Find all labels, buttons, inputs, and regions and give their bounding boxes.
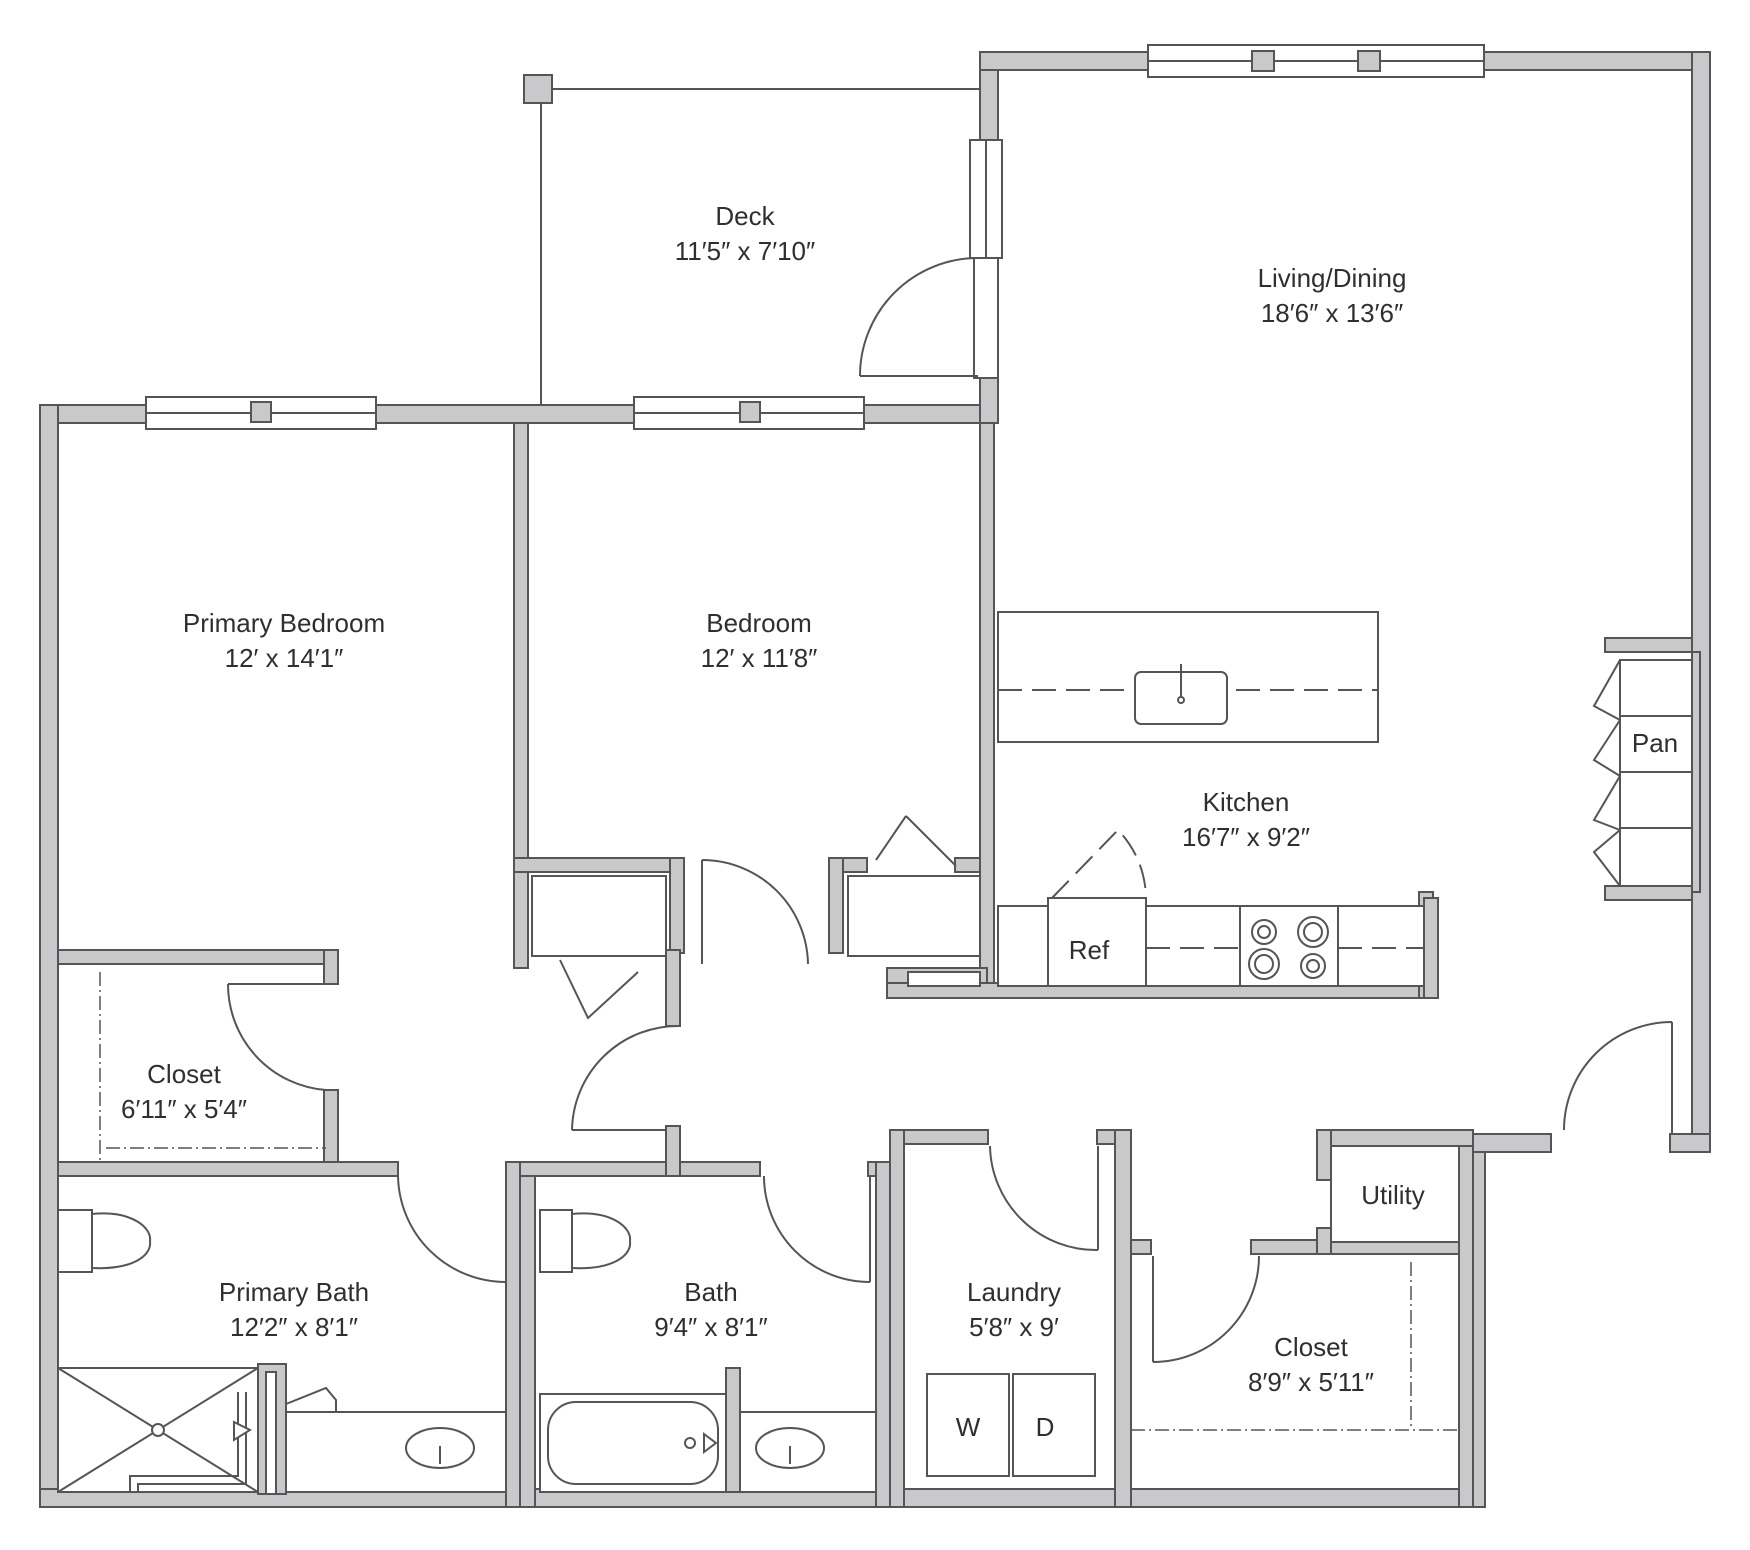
room-label-primary-bath: Primary Bath 12′2″ x 8′1″ bbox=[219, 1277, 369, 1342]
washer bbox=[926, 1373, 1010, 1477]
room-label-deck: Deck 11′5″ x 7′10″ bbox=[675, 201, 815, 266]
laundry-machines bbox=[926, 1373, 1096, 1477]
door-linen-right bbox=[875, 815, 957, 867]
room-label-bedroom: Bedroom 12′ x 11′8″ bbox=[701, 608, 818, 673]
svg-text:Kitchen: Kitchen bbox=[1203, 787, 1290, 817]
door-bedroom bbox=[701, 859, 809, 965]
svg-text:Laundry: Laundry bbox=[967, 1277, 1061, 1307]
svg-text:12′ x 14′1″: 12′ x 14′1″ bbox=[225, 643, 344, 673]
room-label-bath: Bath 9′4″ x 8′1″ bbox=[654, 1277, 767, 1342]
washer-label: W bbox=[956, 1412, 981, 1442]
door-primary-closet bbox=[226, 983, 327, 1091]
door-linen-left bbox=[559, 959, 639, 1020]
kitchen-island bbox=[997, 611, 1379, 743]
svg-text:Bath: Bath bbox=[684, 1277, 738, 1307]
svg-text:Closet: Closet bbox=[147, 1059, 221, 1089]
utility-closet bbox=[1330, 1145, 1460, 1243]
windows bbox=[145, 44, 1485, 430]
room-label-utility: Utility bbox=[1361, 1180, 1425, 1210]
svg-text:16′7″ x 9′2″: 16′7″ x 9′2″ bbox=[1182, 822, 1310, 852]
svg-text:5′8″ x 9′: 5′8″ x 9′ bbox=[969, 1312, 1059, 1342]
window-living bbox=[1147, 44, 1485, 78]
svg-text:6′11″ x 5′4″: 6′11″ x 5′4″ bbox=[121, 1094, 247, 1124]
svg-text:11′5″ x 7′10″: 11′5″ x 7′10″ bbox=[675, 236, 815, 266]
door-bath bbox=[763, 1175, 871, 1283]
window-bedroom bbox=[633, 396, 865, 430]
svg-text:18′6″ x 13′6″: 18′6″ x 13′6″ bbox=[1261, 298, 1403, 328]
kitchen-counter bbox=[997, 897, 1439, 999]
svg-text:Primary Bath: Primary Bath bbox=[219, 1277, 369, 1307]
dryer-label: D bbox=[1036, 1412, 1055, 1442]
door-entry bbox=[1563, 1021, 1673, 1134]
svg-text:Bedroom: Bedroom bbox=[706, 608, 812, 638]
door-primary-bedroom bbox=[397, 1175, 507, 1283]
door-hall-bath bbox=[571, 1024, 681, 1131]
window-primary-bedroom bbox=[145, 396, 377, 430]
deck-outline bbox=[523, 74, 980, 405]
door-refrigerator-swing bbox=[1051, 828, 1147, 899]
interior-walls bbox=[57, 422, 1693, 1508]
primary-bath-fixtures bbox=[57, 1209, 507, 1495]
pantry-shelves bbox=[1619, 651, 1701, 893]
svg-text:9′4″ x 8′1″: 9′4″ x 8′1″ bbox=[654, 1312, 767, 1342]
room-label-laundry: Laundry 5′8″ x 9′ bbox=[967, 1277, 1061, 1342]
room-label-pantry: Pan bbox=[1632, 728, 1678, 758]
svg-text:Primary Bedroom: Primary Bedroom bbox=[183, 608, 385, 638]
door-hall-closet bbox=[1152, 1255, 1260, 1363]
door-laundry bbox=[989, 1145, 1099, 1252]
doors bbox=[226, 257, 1673, 1363]
room-label-kitchen: Kitchen 16′7″ x 9′2″ bbox=[1182, 787, 1310, 852]
bath-fixtures bbox=[539, 1209, 877, 1493]
room-label-living-dining: Living/Dining 18′6″ x 13′6″ bbox=[1258, 263, 1407, 328]
closet-shelves bbox=[99, 875, 1459, 1431]
refrigerator-label: Ref bbox=[1069, 935, 1110, 965]
room-label-closet-primary: Closet 6′11″ x 5′4″ bbox=[121, 1059, 247, 1124]
svg-text:Deck: Deck bbox=[715, 201, 775, 231]
svg-text:8′9″ x 5′11″: 8′9″ x 5′11″ bbox=[1248, 1367, 1374, 1397]
door-deck bbox=[859, 257, 979, 377]
range bbox=[1239, 905, 1339, 987]
svg-text:Living/Dining: Living/Dining bbox=[1258, 263, 1407, 293]
room-label-primary-bedroom: Primary Bedroom 12′ x 14′1″ bbox=[183, 608, 385, 673]
refrigerator bbox=[1047, 897, 1147, 987]
room-label-closet-hall: Closet 8′9″ x 5′11″ bbox=[1248, 1332, 1374, 1397]
dryer bbox=[1012, 1373, 1096, 1477]
door-pantry bbox=[1592, 659, 1621, 887]
svg-text:12′ x 11′8″: 12′ x 11′8″ bbox=[701, 643, 818, 673]
svg-text:12′2″ x 8′1″: 12′2″ x 8′1″ bbox=[230, 1312, 358, 1342]
sliding-door-deck bbox=[969, 139, 1003, 379]
svg-text:Closet: Closet bbox=[1274, 1332, 1348, 1362]
